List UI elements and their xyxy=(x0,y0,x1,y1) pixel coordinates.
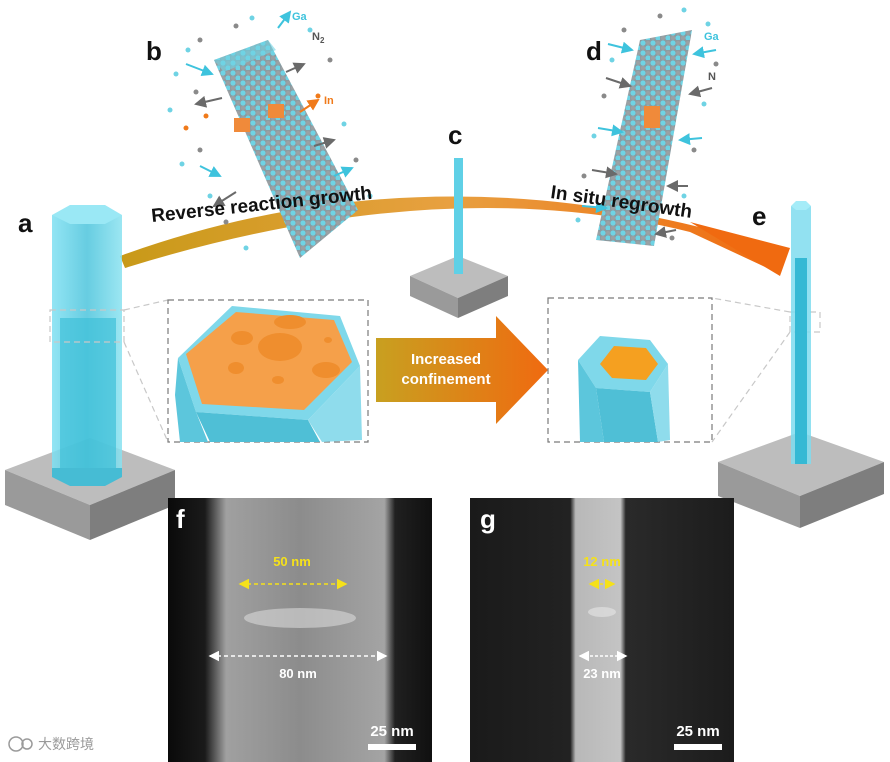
f-inner-label: 50 nm xyxy=(273,554,311,569)
watermark-logo-icon xyxy=(8,736,24,752)
panel-a-nanowire: a xyxy=(5,205,175,540)
panel-label-e: e xyxy=(752,201,766,231)
d-label-n: N xyxy=(708,71,716,83)
g-inner-label: 12 nm xyxy=(583,554,621,569)
b-flow-arrows xyxy=(185,10,354,208)
g-scale-label: 25 nm xyxy=(676,723,719,740)
panel-f-sem-image: f 50 nm 80 nm 25 nm xyxy=(168,498,432,762)
f-scale-label: 25 nm xyxy=(370,723,413,740)
panel-label-g: g xyxy=(480,504,496,534)
g-scale-bar xyxy=(674,744,722,750)
panel-label-d: d xyxy=(586,36,602,66)
panel-c-nanowire: c xyxy=(410,120,508,318)
b-label-ga: Ga xyxy=(292,11,308,23)
growth-arc-arrowhead xyxy=(690,222,790,276)
panel-e-nanowire: e xyxy=(718,201,884,528)
b-gas-atoms xyxy=(167,15,373,251)
watermark-text: 大数跨境 xyxy=(38,736,94,752)
panel-b-atomic-model: b Ga N2 In xyxy=(146,10,373,258)
zoom-box-wide xyxy=(167,299,369,443)
confinement-arrow: Increased confinement xyxy=(376,316,548,424)
d-label-ga: Ga xyxy=(704,31,720,43)
d-flow-arrows xyxy=(581,41,717,238)
confinement-label-line1: Increased xyxy=(411,351,481,368)
f-scale-bar xyxy=(368,744,416,750)
panel-d-atomic-model: d Ga N xyxy=(575,7,720,246)
panel-label-a: a xyxy=(18,208,33,238)
panel-label-f: f xyxy=(176,504,185,534)
panel-label-c: c xyxy=(448,120,462,150)
g-outer-label: 23 nm xyxy=(583,666,621,681)
b-label-n2: N2 xyxy=(312,31,325,45)
panel-label-b: b xyxy=(146,36,162,66)
confinement-label-line2: confinement xyxy=(401,371,490,388)
zoom-lines-a xyxy=(49,299,169,443)
panel-g-sem-image: g 12 nm 23 nm 25 nm xyxy=(470,498,734,762)
f-outer-label: 80 nm xyxy=(279,666,317,681)
b-label-in: In xyxy=(324,95,334,107)
d-gas-atoms xyxy=(575,7,719,241)
zoom-box-thin xyxy=(547,297,713,443)
watermark: 大数跨境 xyxy=(8,736,94,752)
